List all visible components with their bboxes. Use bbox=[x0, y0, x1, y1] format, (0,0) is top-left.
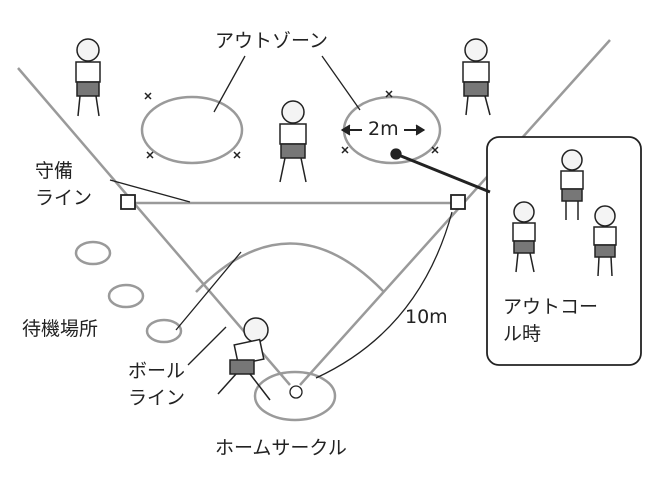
right-foul-line bbox=[299, 39, 611, 386]
defense-line-label: 守備 ライン bbox=[35, 160, 92, 210]
waiting-area-label: 待機場所 bbox=[22, 318, 99, 340]
waiting-spot bbox=[107, 283, 145, 309]
defense-line-label-2: ライン bbox=[35, 187, 93, 209]
ball-line-arc bbox=[195, 242, 385, 293]
waiting-spot bbox=[74, 240, 112, 266]
defense-line-label-1: 守備 bbox=[35, 160, 74, 182]
out-zone-label: アウトゾーン bbox=[215, 30, 329, 52]
out-call-label-1: アウトコー bbox=[503, 296, 599, 318]
out-call-label: アウトコー ル時 bbox=[503, 296, 598, 346]
player-icon bbox=[512, 201, 536, 273]
home-circle-label: ホームサークル bbox=[215, 437, 347, 459]
player-icon bbox=[560, 149, 584, 220]
players bbox=[75, 38, 617, 401]
player-icon bbox=[462, 38, 491, 116]
defense-marker-left bbox=[120, 194, 136, 210]
outcall-box bbox=[486, 136, 642, 366]
left-out-zone bbox=[140, 95, 244, 165]
ball-line-label-1: ボール bbox=[128, 360, 186, 382]
waiting-spot bbox=[145, 318, 183, 344]
ball-line-label-2: ライン bbox=[128, 387, 186, 409]
ball-line-label: ボール ライン bbox=[128, 360, 185, 410]
player-icon bbox=[279, 100, 307, 183]
two-m-label: 2m bbox=[368, 118, 399, 140]
home-circle bbox=[253, 370, 337, 422]
ten-m-label: 10m bbox=[405, 306, 448, 328]
out-call-label-2: ル時 bbox=[503, 323, 542, 345]
defense-marker-right bbox=[450, 194, 466, 210]
player-icon bbox=[593, 205, 617, 277]
cross-marks bbox=[144, 90, 439, 159]
runner-icon bbox=[217, 317, 271, 401]
player-icon bbox=[75, 38, 101, 117]
